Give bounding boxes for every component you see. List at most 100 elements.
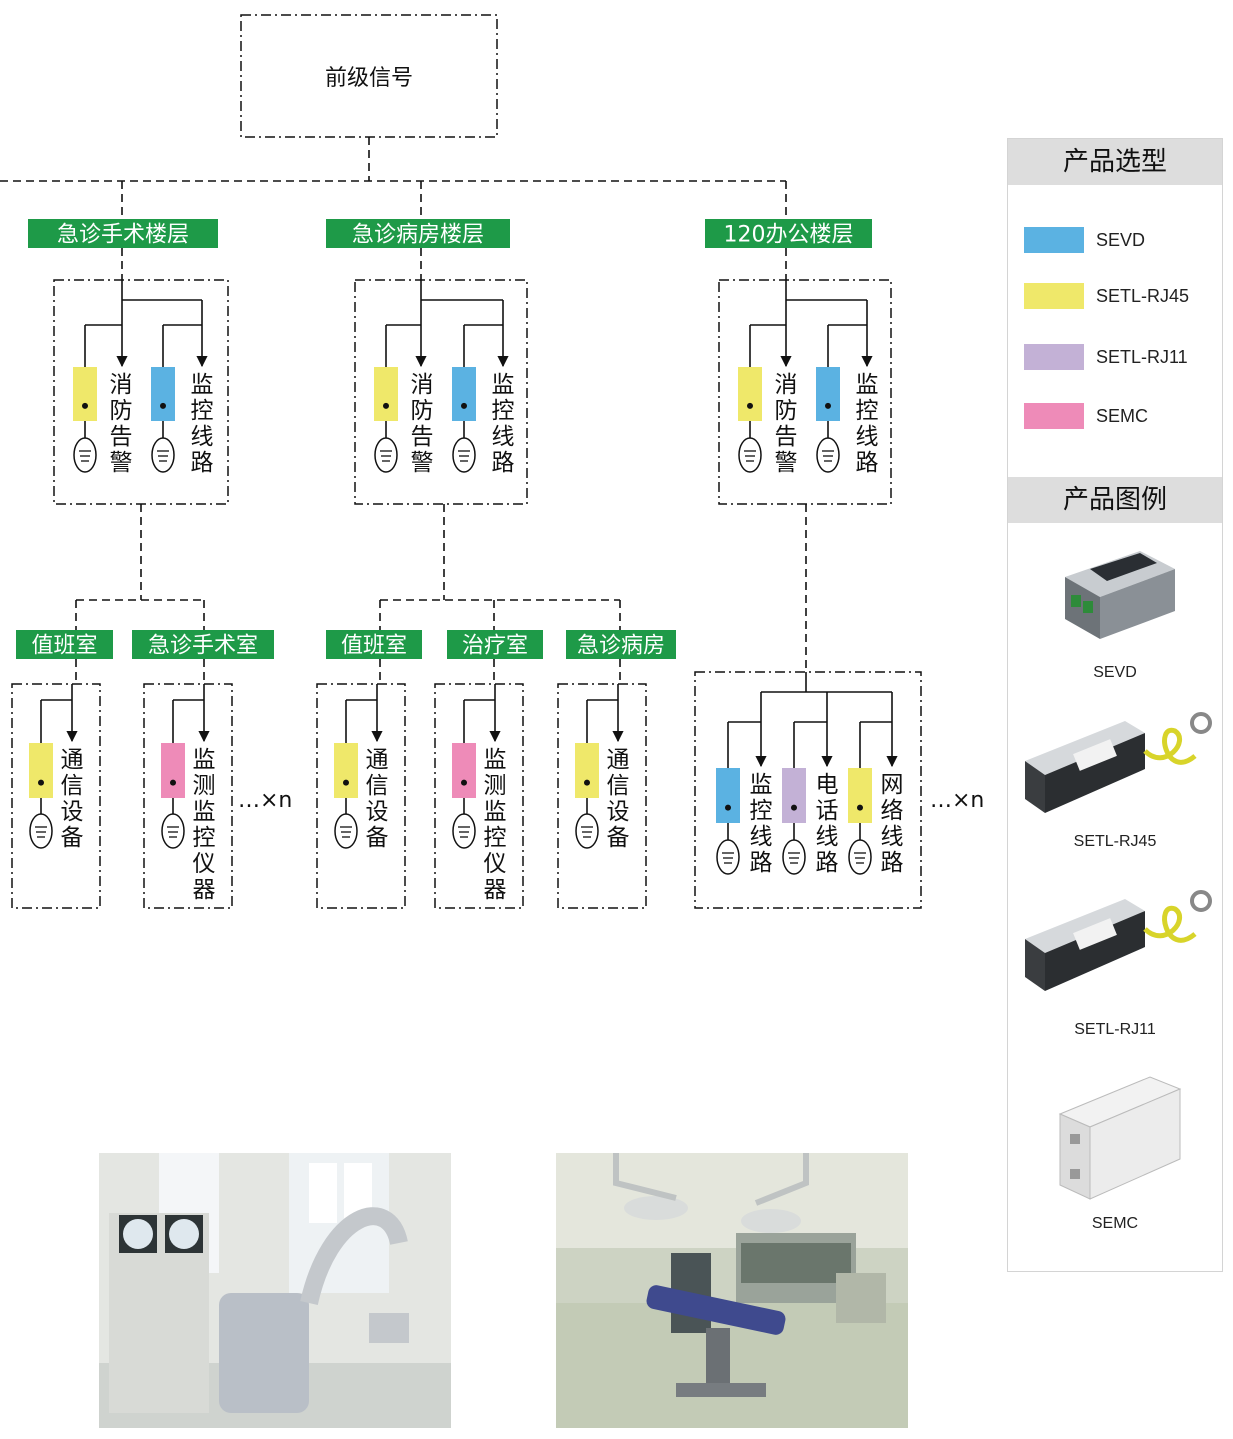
room-label-bg [16, 630, 113, 659]
legend-label: SETL-RJ45 [1096, 285, 1190, 306]
line-label: 电话线路 [816, 772, 839, 876]
monitor-line-protector [452, 367, 476, 421]
ground-icon [73, 437, 97, 473]
room-label: 值班室 [31, 634, 97, 659]
rj11-product-image [1008, 877, 1222, 1007]
operating-room-photo [556, 1153, 908, 1428]
ground-icon [782, 839, 806, 875]
line-label: 监控线路 [856, 372, 879, 476]
room-label: 治疗室 [462, 634, 528, 659]
semc-product-image [1008, 1059, 1222, 1209]
office-protector [716, 768, 740, 823]
room-protector [334, 743, 358, 798]
ground-icon [29, 813, 53, 849]
line-label: 通信设备 [366, 747, 389, 851]
top-signal-label: 前级信号 [324, 66, 413, 91]
junction-dot [383, 402, 389, 409]
repeat-mark: …×n [238, 788, 292, 813]
product-label: SEMC [1091, 1215, 1139, 1232]
fire-alarm-protector [738, 367, 762, 421]
room-device-box [316, 683, 406, 909]
junction-dot [343, 779, 349, 786]
product-label: SEVD [1093, 664, 1137, 681]
junction-dot [857, 804, 863, 811]
junction-dot [82, 402, 88, 409]
line-label: 消防告警 [110, 372, 133, 476]
ground-icon [738, 437, 762, 473]
room-protector [575, 743, 599, 798]
floor-device-box [354, 279, 528, 505]
junction-dot [160, 402, 166, 409]
line-label: 消防告警 [775, 372, 798, 476]
ground-icon [334, 813, 358, 849]
sevd-product-image [1008, 539, 1222, 659]
ground-icon [374, 437, 398, 473]
room-label: 急诊手术室 [148, 634, 258, 659]
legend-item-rj45: SETL-RJ45 [1024, 281, 1189, 311]
junction-dot [825, 402, 831, 409]
line-label: 通信设备 [607, 747, 630, 851]
office-device-box [694, 671, 922, 909]
floor-device-box [718, 279, 892, 505]
room-device-box [434, 683, 524, 909]
line-label: 通信设备 [61, 747, 84, 851]
line-label: 监控线路 [191, 372, 214, 476]
line-label: 消防告警 [411, 372, 434, 476]
product-label: SETL-RJ45 [1073, 833, 1157, 850]
ground-icon [716, 839, 740, 875]
legend-label: SETL-RJ11 [1096, 346, 1188, 367]
repeat-mark: …×n [930, 788, 984, 813]
office-protector [848, 768, 872, 823]
selection-title: 产品选型 [1008, 139, 1222, 185]
junction-dot [584, 779, 590, 786]
ground-icon [575, 813, 599, 849]
room-label: 急诊病房 [577, 634, 665, 659]
line-label: 网络线路 [881, 772, 904, 876]
ground-icon [452, 813, 476, 849]
room-label-bg [566, 630, 676, 659]
monitor-line-protector [151, 367, 175, 421]
legend-item-rj11: SETL-RJ11 [1024, 342, 1188, 372]
room-label: 值班室 [341, 634, 407, 659]
junction-dot [725, 804, 731, 811]
room-protector [29, 743, 53, 798]
junction-dot [461, 402, 467, 409]
office-protector [782, 768, 806, 823]
fire-alarm-protector [374, 367, 398, 421]
floor-label: 120办公楼层 [724, 223, 854, 248]
legend-label: SEVD [1096, 229, 1146, 250]
junction-dot [461, 779, 467, 786]
line-label: 监测监控仪器 [484, 747, 507, 903]
ground-icon [452, 437, 476, 473]
floor-label-bg [28, 219, 218, 248]
images-title: 产品图例 [1008, 477, 1222, 523]
room-protector [452, 743, 476, 798]
ground-icon [816, 437, 840, 473]
legend-label: SEMC [1096, 405, 1149, 426]
room-device-box [11, 683, 101, 909]
sevd-swatch [1024, 227, 1084, 253]
junction-dot [38, 779, 44, 786]
floor-label-bg [705, 219, 872, 248]
room-label-bg [326, 630, 422, 659]
room-protector [161, 743, 185, 798]
legend-item-sevd: SEVD [1024, 225, 1145, 255]
semc-swatch [1024, 403, 1084, 429]
legend-item-semc: SEMC [1024, 401, 1148, 431]
room-device-box [143, 683, 233, 909]
floor-label-bg [326, 219, 510, 248]
ground-icon [848, 839, 872, 875]
monitor-line-protector [816, 367, 840, 421]
product-label: SETL-RJ11 [1074, 1021, 1156, 1038]
equipment-photo [99, 1153, 451, 1428]
junction-dot [170, 779, 176, 786]
junction-dot [747, 402, 753, 409]
rj11-swatch [1024, 344, 1084, 370]
legend-panel: 产品选型 SEVD SETL-RJ45 SETL-RJ11 SEMC 产品图例 … [1007, 138, 1223, 1272]
junction-dot [791, 804, 797, 811]
line-label: 监控线路 [492, 372, 515, 476]
rj45-product-image [1008, 701, 1222, 831]
floor-label: 急诊病房楼层 [352, 223, 484, 248]
floor-label: 急诊手术楼层 [57, 223, 189, 248]
